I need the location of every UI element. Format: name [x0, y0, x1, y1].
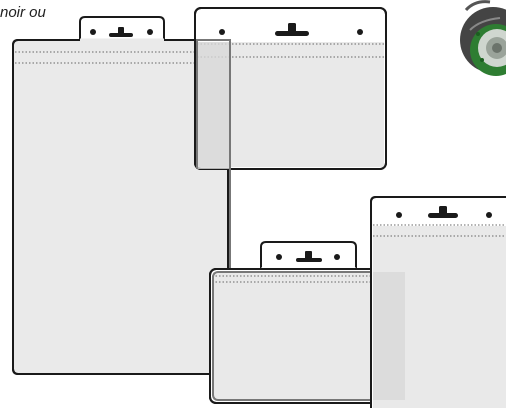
clip-slot: [428, 213, 458, 218]
badge-reel-photo: [460, 0, 506, 76]
punch-hole: [90, 29, 96, 35]
punch-hole: [147, 29, 153, 35]
vertical-badge-holder-right: [370, 196, 506, 408]
vertical-badge-holder-large: [12, 16, 231, 375]
punch-hole: [486, 212, 492, 218]
punch-hole: [276, 254, 282, 260]
caption-text: noir ou: [0, 4, 46, 21]
clip-slot: [275, 31, 309, 36]
overlap-shade: [197, 42, 230, 169]
punch-hole: [219, 29, 225, 35]
punch-hole: [357, 29, 363, 35]
punch-hole: [334, 254, 340, 260]
punch-hole: [396, 212, 402, 218]
overlap-shade: [373, 272, 405, 400]
